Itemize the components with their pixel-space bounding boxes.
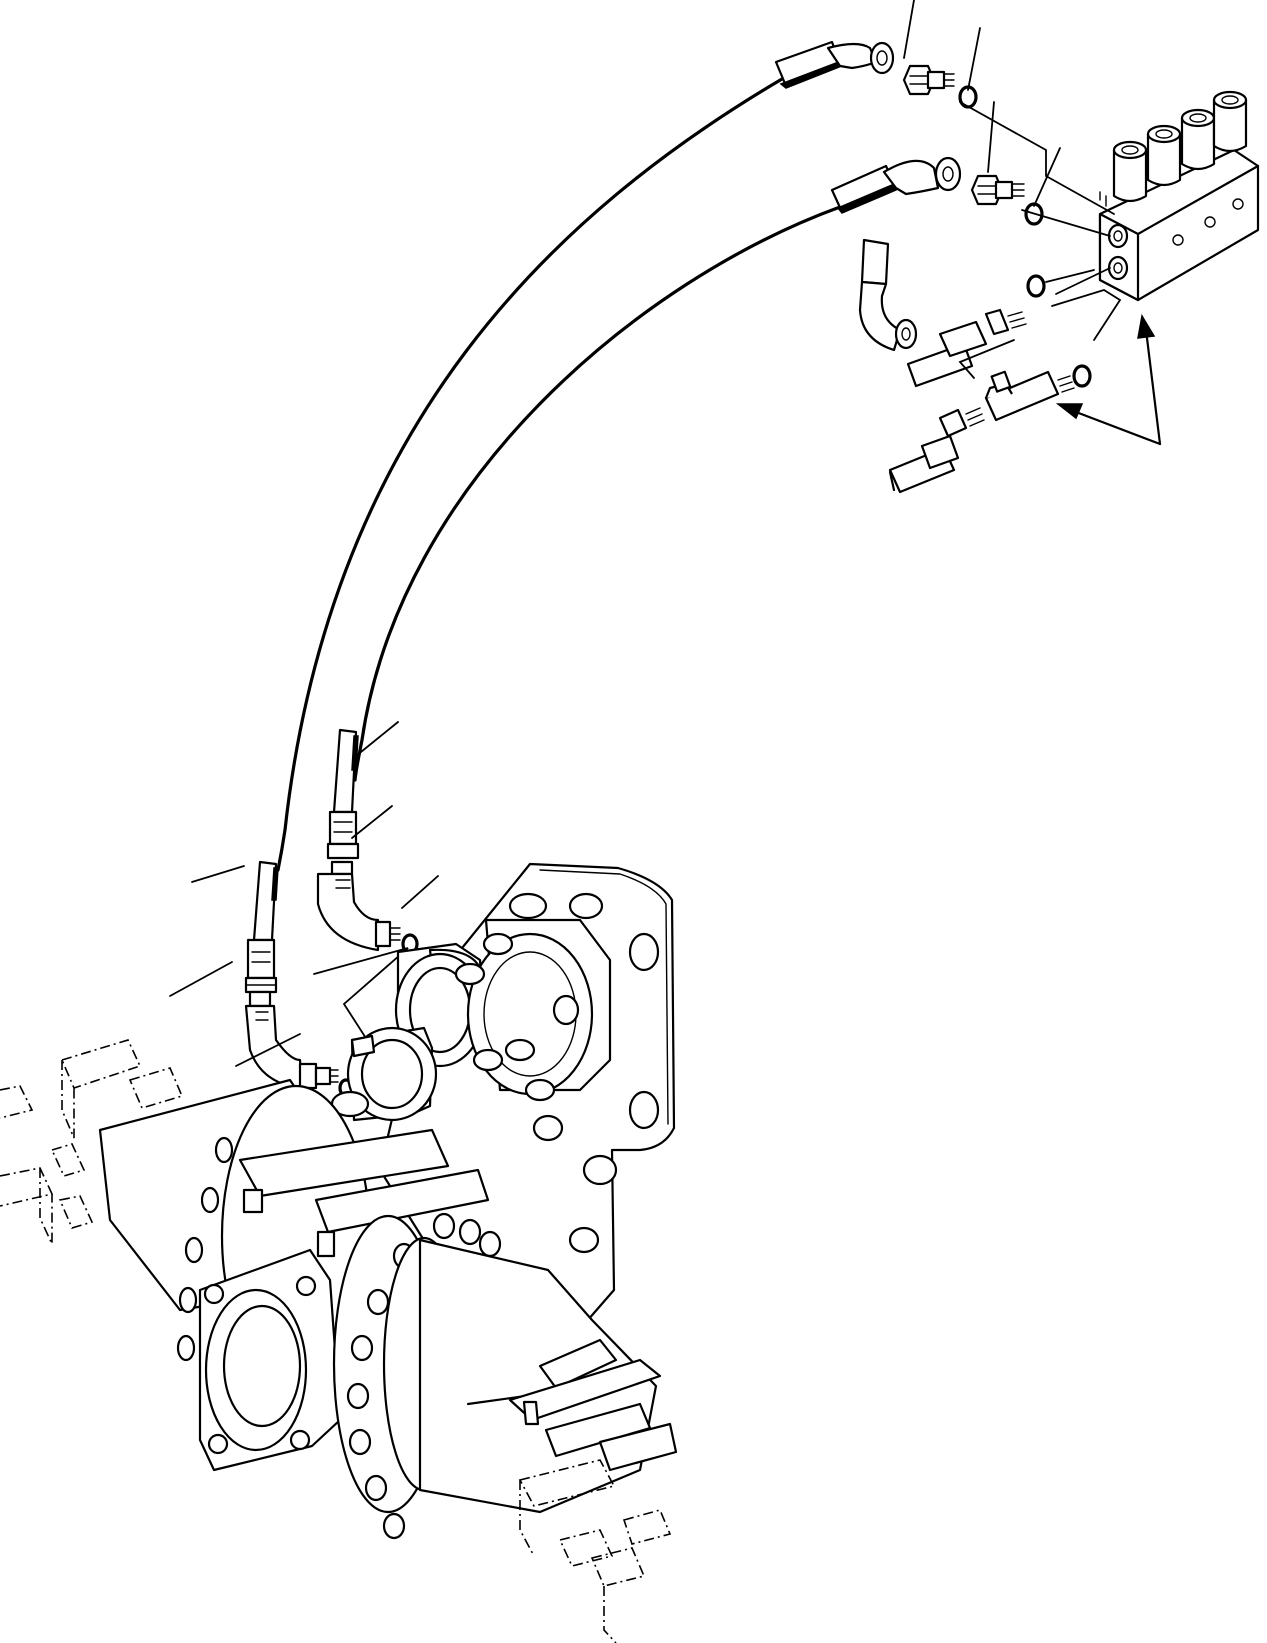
flange-bolts [454,932,580,1102]
hose-assembly-2 [316,156,1044,955]
hose-2-lower-fitting [326,728,360,860]
axle-housing [0,862,678,1643]
hose-2-adapter [970,174,1025,206]
ring-bolts [346,1212,502,1540]
hose-1-elbow [244,990,354,1098]
hose-2-line [353,205,842,782]
solenoid-coils [1112,90,1248,203]
right-mount-pads [518,1459,672,1643]
callout-leaders [169,0,1061,1067]
tee-fitting-assembly [858,238,1162,494]
callout-arrow [1074,410,1162,446]
brake-housing-bolts [176,1136,234,1362]
hose-1-lower-fitting [244,860,279,994]
hose-1-adapter [902,64,955,96]
valve-block [959,90,1260,341]
hose-1-upper-fitting [774,40,895,89]
left-mount-pads [0,1039,184,1245]
hose-1-line [276,77,784,872]
hose-2-upper-fitting [830,156,962,214]
carrier-bolts [508,892,660,1254]
hose-assembly-1 [244,40,978,1098]
hose-2-elbow [316,860,419,955]
